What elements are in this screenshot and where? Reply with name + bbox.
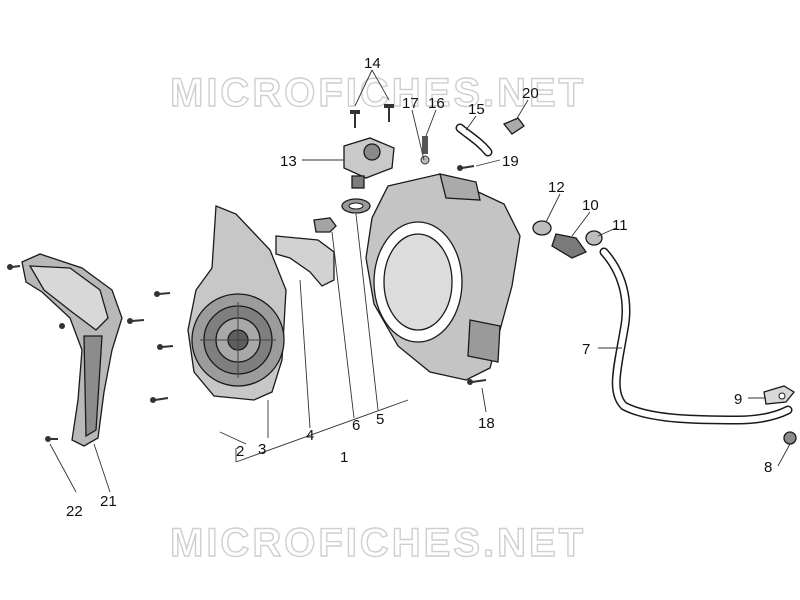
watermark-bottom: MICROFICHES.NET [170, 521, 586, 565]
callout-4: 4 [306, 427, 314, 444]
callout-2: 2 [236, 443, 244, 460]
shroud-part [275, 235, 335, 287]
leader-lines [49, 69, 791, 493]
screw-icon [150, 397, 156, 403]
clamp-part-2 [585, 230, 603, 246]
screw-group-2 [127, 291, 174, 403]
fan-cover-part [187, 205, 287, 401]
screw-icon [384, 104, 394, 108]
callout-10: 10 [582, 197, 599, 214]
callout-18: 18 [478, 415, 495, 432]
clip-part [313, 217, 337, 233]
seal-part [341, 198, 371, 214]
callout-6: 6 [352, 417, 360, 434]
screw-group-16-17 [420, 136, 430, 165]
screw-icon [157, 344, 163, 350]
callout-17: 17 [402, 95, 419, 112]
callout-22: 22 [66, 503, 83, 520]
callout-5: 5 [376, 411, 384, 428]
air-tube-part [599, 247, 793, 425]
callout-3: 3 [258, 441, 266, 458]
screw-icon [154, 291, 160, 297]
callout-21: 21 [100, 493, 117, 510]
screw-19 [457, 165, 475, 171]
screw-group-14 [350, 104, 394, 128]
nut-icon [783, 431, 797, 445]
callout-labels: 1 2 3 4 5 6 7 8 9 10 11 12 13 14 15 16 1… [66, 55, 772, 520]
air-valve-part [343, 137, 395, 189]
callout-16: 16 [428, 95, 445, 112]
callout-1: 1 [340, 449, 348, 466]
screw-icon [467, 379, 473, 385]
gasket-part [763, 385, 795, 405]
callout-20: 20 [522, 85, 539, 102]
screw-icon [457, 165, 463, 171]
washer-icon [420, 155, 430, 165]
callout-15: 15 [468, 101, 485, 118]
screw-icon [45, 436, 51, 442]
screw-icon [127, 318, 133, 324]
bracket-part [502, 117, 525, 135]
screw-group-22 [7, 264, 65, 442]
callout-8: 8 [764, 459, 772, 476]
outer-cover-part [21, 253, 123, 447]
callout-9: 9 [734, 391, 742, 408]
screw-icon [350, 110, 360, 114]
screw-icon [7, 264, 13, 270]
callout-11: 11 [612, 217, 628, 234]
housing-part [365, 173, 521, 381]
connector-hose-part [551, 233, 587, 259]
callout-12: 12 [548, 179, 565, 196]
screw-icon [422, 136, 428, 154]
callout-13: 13 [280, 153, 297, 170]
callout-19: 19 [502, 153, 519, 170]
clamp-part [532, 220, 552, 236]
callout-7: 7 [582, 341, 590, 358]
screw-icon [59, 323, 65, 329]
callout-14: 14 [364, 55, 381, 72]
screw-18 [467, 379, 487, 385]
